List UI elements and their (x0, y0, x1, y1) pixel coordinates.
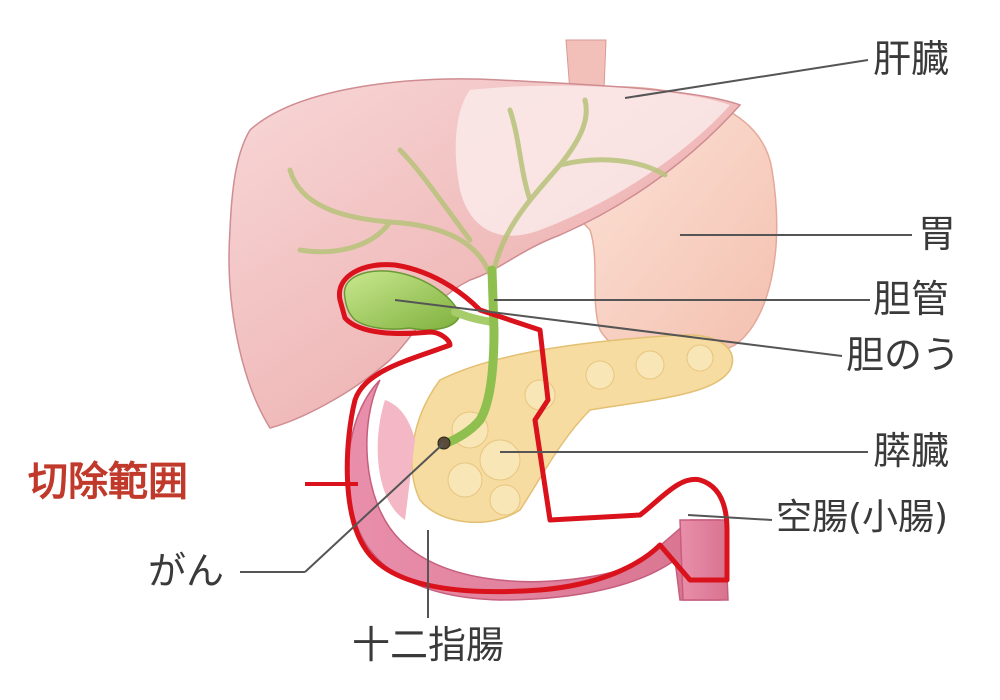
intrahepatic-ducts (287, 97, 668, 283)
label-cancer: がん (148, 549, 225, 593)
jejunum-shape (679, 519, 729, 601)
leader-gallbladder (394, 299, 843, 357)
leader-liver (624, 59, 869, 99)
common-bile-duct (437, 265, 499, 450)
label-pancreas: 膵臓 (873, 429, 950, 473)
label-duodenum: 十二指腸 (352, 623, 505, 667)
label-gallbladder: 胆のう (846, 333, 961, 377)
leader-jejunum (687, 514, 773, 521)
resection-outline (337, 262, 730, 595)
label-liver: 肝臓 (873, 37, 950, 81)
duodenum-inner (377, 400, 415, 520)
leader-cancer (304, 442, 445, 573)
cystic-duct (451, 308, 496, 326)
label-resection-range: 切除範囲 (28, 459, 188, 505)
label-bile-duct: 胆管 (873, 277, 950, 321)
leader-lines (240, 59, 912, 618)
label-stomach: 胃 (918, 212, 957, 256)
label-jejunum: 空腸(小腸) (776, 497, 949, 538)
